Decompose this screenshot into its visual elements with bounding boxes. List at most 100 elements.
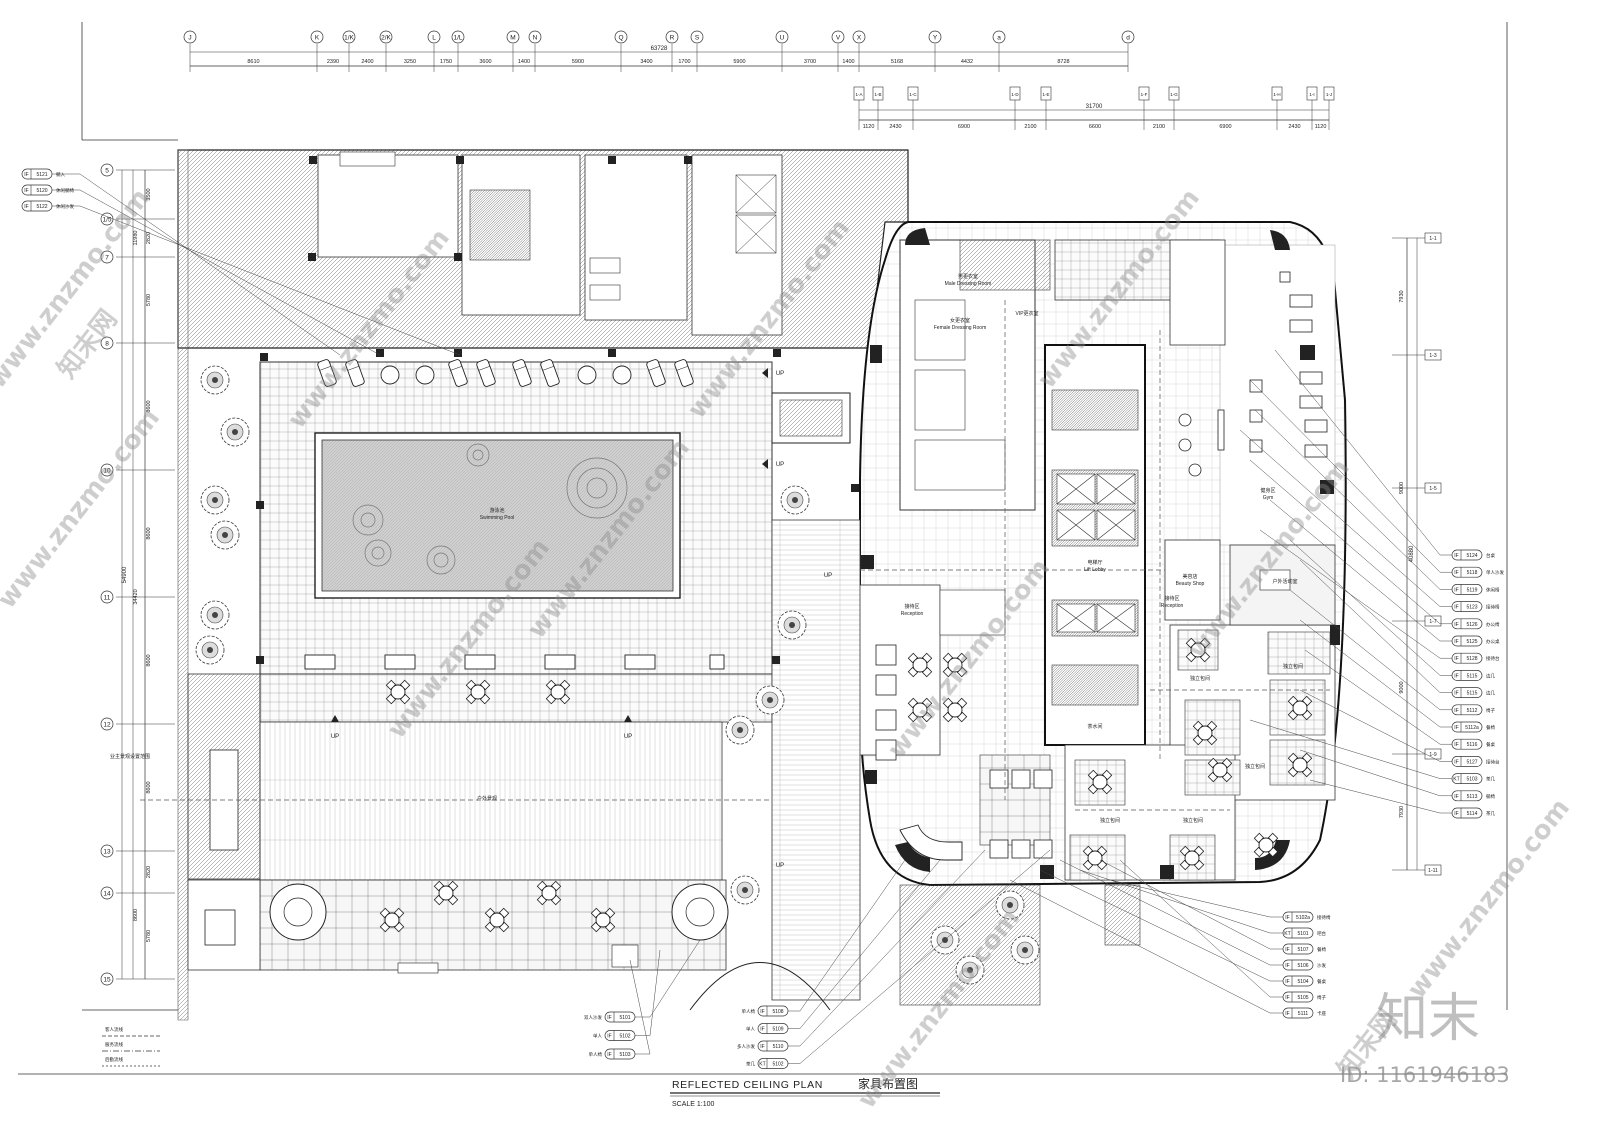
grid-label: 13 — [103, 848, 111, 855]
dimension-value: 2820 — [146, 232, 152, 244]
dimension-value: 1400 — [518, 59, 530, 65]
grid-bubble — [1138, 86, 1150, 101]
grid-bubble — [100, 163, 114, 177]
svg-text:休闲椅: 休闲椅 — [1486, 586, 1500, 593]
top-dimension-chain: J8610K23901/K24002/K3250L17501/L3600M140… — [183, 30, 1135, 72]
grid-bubble — [100, 463, 114, 477]
dimension-value: 3400 — [640, 59, 652, 65]
svg-text:5105: 5105 — [1297, 995, 1308, 1001]
grid-label: J — [188, 35, 191, 42]
private-room-3-label: 独立包间 — [1245, 763, 1265, 770]
grid-label: 1-I — [1309, 92, 1314, 97]
grid-label: 1-7 — [1429, 619, 1436, 625]
grid-bubble — [100, 844, 114, 858]
grid-label: 12 — [103, 721, 111, 728]
grid-bubble — [1323, 86, 1335, 101]
grid-label: 1-F — [1141, 92, 1148, 97]
grid-label: 1-H — [1273, 92, 1280, 97]
grid-label: R — [670, 35, 675, 42]
svg-text:IF: IF — [1454, 725, 1458, 731]
grid-label: 1-C — [909, 92, 917, 97]
grid-bubble — [528, 30, 542, 44]
drawing-id: ID: 1161946183 — [1340, 1063, 1510, 1087]
dimension-value: 2430 — [1288, 124, 1300, 130]
east-dimension-chain: 1-A11201-B24301-C69001-D21001-E66001-F21… — [853, 86, 1335, 130]
dimension-value: 2400 — [361, 59, 373, 65]
grid-bubble — [614, 30, 628, 44]
pool-chairs — [304, 654, 725, 670]
dimension-value: 5900 — [733, 59, 745, 65]
svg-text:5101: 5101 — [1297, 931, 1308, 937]
svg-text:沙发: 沙发 — [1317, 962, 1326, 969]
svg-text:5112: 5112 — [1467, 708, 1478, 714]
svg-text:KT: KT — [1453, 777, 1459, 783]
male-dressing-label-en: Male Dressing Room — [945, 281, 992, 287]
dimension-value: 1400 — [842, 59, 854, 65]
male-dressing-label: 男更衣室 — [958, 273, 978, 280]
grid-bubble — [100, 886, 114, 900]
dimension-value: 3250 — [404, 59, 416, 65]
svg-text:5101: 5101 — [619, 1015, 630, 1021]
grid-label: 2/K — [381, 35, 391, 42]
grid-label: 1/L — [453, 35, 462, 42]
grid-label: S — [695, 35, 700, 42]
svg-text:办公桌: 办公桌 — [1486, 638, 1500, 645]
svg-text:IF: IF — [1454, 759, 1458, 765]
svg-text:5106: 5106 — [1297, 963, 1308, 969]
svg-text:KT: KT — [759, 1062, 765, 1068]
dimension-value: 6900 — [1219, 124, 1231, 130]
dimension-value: 3700 — [804, 59, 816, 65]
legend-guest-flow: 客人流线 — [105, 1026, 123, 1033]
reception-west-label: 接待区 — [904, 603, 919, 610]
dimension-total: 40880 — [1409, 545, 1415, 562]
grid-label: 14 — [103, 890, 111, 897]
brand-logo: 知末 ID: 1161946183 — [1340, 989, 1510, 1087]
dimension-value: 9000 — [1399, 482, 1405, 494]
grid-bubble — [1424, 232, 1442, 244]
svg-text:5110: 5110 — [773, 1044, 784, 1050]
svg-text:IF: IF — [24, 172, 28, 178]
grid-label: 1-1 — [1429, 236, 1436, 242]
svg-text:卡座: 卡座 — [1317, 1010, 1326, 1017]
svg-text:餐桌: 餐桌 — [1317, 978, 1326, 985]
grid-bubble — [1424, 482, 1442, 494]
reception-label-en: Reception — [1161, 603, 1184, 609]
grid-bubble — [342, 30, 356, 44]
svg-text:IF: IF — [24, 188, 28, 194]
grid-label: 15 — [103, 976, 111, 983]
grid-bubble — [831, 30, 845, 44]
svg-text:茶几: 茶几 — [1486, 776, 1495, 783]
dimension-total: 63728 — [651, 46, 668, 52]
grid-bubble — [928, 30, 942, 44]
grid-label: V — [836, 35, 841, 42]
grid-bubble — [100, 336, 114, 350]
svg-text:5120: 5120 — [36, 188, 47, 194]
svg-text:IF: IF — [1454, 794, 1458, 800]
grid-bubble — [427, 30, 441, 44]
pool-label-en: Swimming Pool — [480, 515, 514, 521]
svg-text:吧台: 吧台 — [1317, 930, 1326, 937]
svg-text:IF: IF — [1454, 622, 1458, 628]
svg-text:5103: 5103 — [619, 1052, 630, 1058]
grid-label: 1-D — [1011, 92, 1019, 97]
grid-bubble — [1424, 615, 1442, 627]
grid-label: U — [780, 35, 785, 42]
grid-bubble — [1306, 86, 1318, 101]
grid-label: Q — [618, 35, 623, 42]
svg-text:IF: IF — [1454, 708, 1458, 714]
